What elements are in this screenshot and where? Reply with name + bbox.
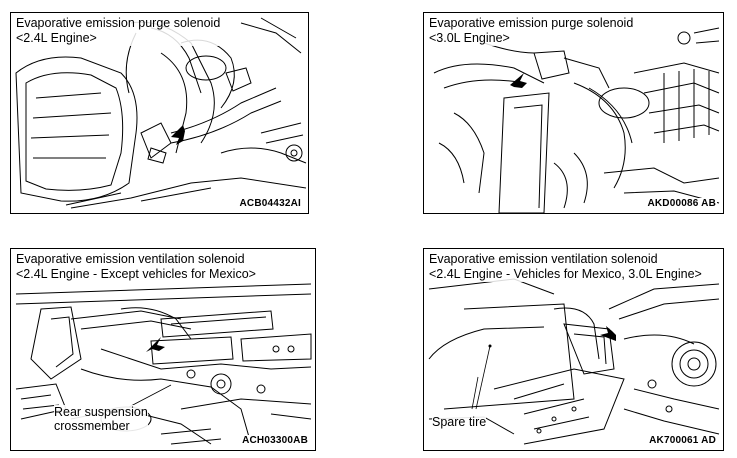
panel-title: Evaporative emission ventilation solenoi… [16, 252, 259, 282]
pointer-arrow-icon [600, 326, 616, 341]
panel-purge-solenoid-2-4l: Evaporative emission purge solenoid <2.4… [10, 12, 309, 214]
underbody-illustration [428, 278, 720, 445]
pointer-arrow-icon [146, 337, 165, 352]
panel-title: Evaporative emission purge solenoid <3.0… [429, 16, 637, 46]
callout-rear-suspension-crossmember: Rear suspension crossmember [54, 405, 148, 433]
pointer-arrow-icon [171, 125, 185, 145]
leader-line [471, 376, 479, 410]
panel-ventilation-solenoid-mexico-3-0l: Evaporative emission ventilation solenoi… [423, 248, 724, 451]
leader-line [128, 384, 172, 408]
figure-code: ACH03300AB [241, 435, 309, 446]
engine-illustration [15, 17, 307, 209]
figure-code: AK700061 AD [648, 435, 717, 446]
figure-code: ACB04432AI [238, 198, 302, 209]
engine-illustration [433, 27, 720, 213]
leader-line [475, 345, 491, 410]
chassis-illustration [15, 283, 312, 445]
panel-ventilation-solenoid-2-4l-except-mexico: Evaporative emission ventilation solenoi… [10, 248, 316, 451]
panel-title: Evaporative emission ventilation solenoi… [429, 252, 705, 282]
pointer-arrow-icon [510, 73, 527, 88]
panel-title: Evaporative emission purge solenoid <2.4… [16, 16, 224, 46]
panel-purge-solenoid-3-0l: Evaporative emission purge solenoid <3.0… [423, 12, 724, 214]
callout-spare-tire: Spare tire [432, 415, 487, 429]
figure-code: AKD00086 AB [646, 198, 717, 209]
